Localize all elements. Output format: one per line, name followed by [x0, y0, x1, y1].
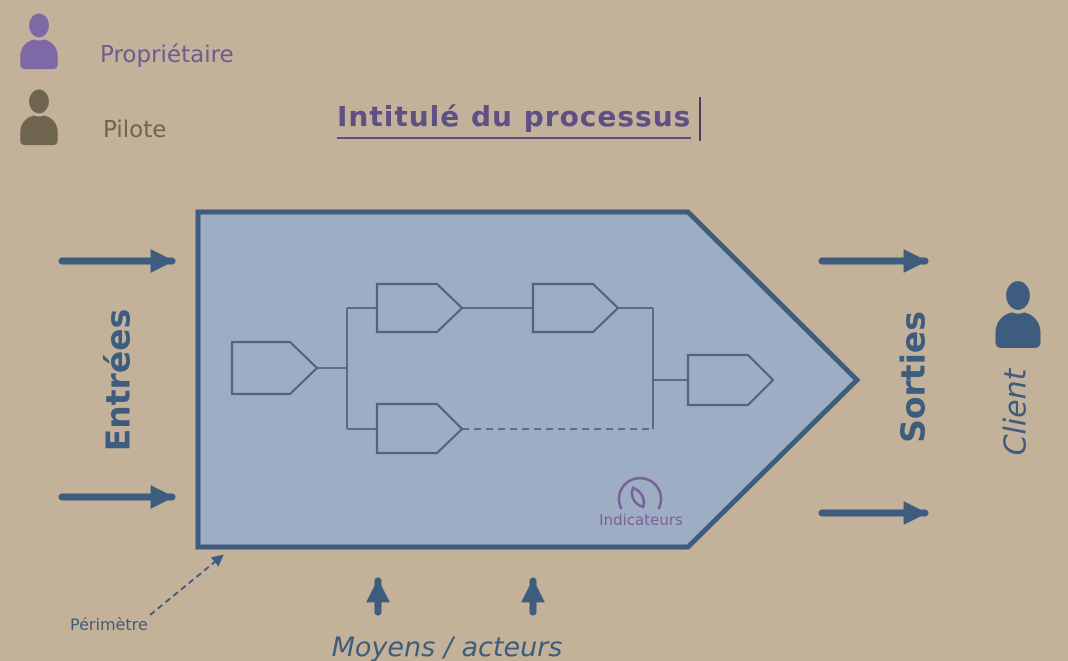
indicators-label[interactable]: Indicateurs — [599, 511, 683, 529]
process-step-5[interactable] — [686, 353, 775, 407]
pilot-label[interactable]: Pilote — [103, 117, 167, 143]
gauge-icon[interactable] — [617, 476, 663, 510]
owner-label[interactable]: Propriétaire — [100, 42, 234, 68]
outputs-label[interactable]: Sorties — [893, 311, 933, 443]
perimeter-callout[interactable] — [149, 554, 224, 616]
inputs-label[interactable]: Entrées — [98, 308, 138, 452]
process-shape-outline[interactable] — [195, 209, 861, 550]
means-label[interactable]: Moyens / acteurs — [331, 632, 563, 661]
process-step-3[interactable] — [531, 282, 620, 334]
perimeter-label[interactable]: Périmètre — [70, 615, 148, 634]
process-step-4[interactable] — [375, 402, 464, 455]
process-step-2[interactable] — [375, 282, 464, 334]
means-arrows[interactable] — [366, 577, 545, 616]
client-person-icon[interactable] — [985, 278, 1051, 348]
pilot-person-icon[interactable] — [14, 86, 64, 146]
step-connectors — [317, 307, 688, 430]
owner-person-icon[interactable] — [14, 10, 64, 70]
page-title[interactable]: Intitulé du processus — [337, 100, 692, 139]
output-arrows[interactable] — [818, 249, 929, 525]
client-label[interactable]: Client — [998, 368, 1034, 456]
text-caret — [699, 97, 701, 141]
process-shape[interactable] — [195, 209, 861, 550]
input-arrows[interactable] — [58, 249, 176, 509]
process-steps[interactable] — [230, 282, 775, 455]
process-step-1[interactable] — [230, 340, 319, 396]
perimeter-dashed-arrow[interactable] — [149, 554, 224, 616]
